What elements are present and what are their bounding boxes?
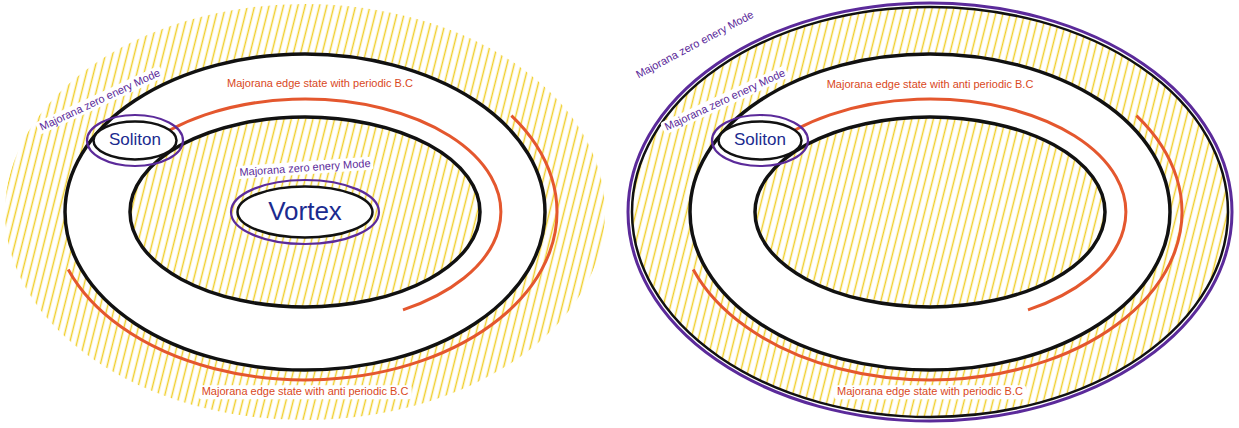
edge-state-label: Majorana edge state with periodic B.C bbox=[834, 385, 1026, 399]
edge-state-arc bbox=[770, 99, 1126, 310]
soliton-name: Soliton bbox=[109, 130, 161, 150]
edge-state-label: Majorana edge state with anti periodic B… bbox=[199, 385, 412, 399]
outer-boundary bbox=[65, 54, 545, 370]
soliton-node: SolitonMajorana zero enery Mode bbox=[717, 120, 803, 161]
left-panel bbox=[5, 4, 605, 420]
edge-state-arc bbox=[693, 116, 1182, 380]
edge-state-arc bbox=[145, 99, 501, 310]
edge-state-label: Majorana edge state with periodic B.C bbox=[224, 77, 416, 91]
soliton-shape bbox=[94, 121, 177, 159]
outer-region bbox=[5, 4, 605, 420]
zero-mode-ring bbox=[87, 115, 183, 166]
right-panel bbox=[628, 3, 1232, 421]
zero-mode-ring bbox=[628, 3, 1232, 421]
soliton-name: Soliton bbox=[734, 130, 786, 150]
edge-state-arc bbox=[68, 116, 557, 380]
soliton-shape bbox=[719, 121, 802, 159]
edge-state-label: Majorana edge state with anti periodic B… bbox=[824, 78, 1037, 92]
vortex-node: VortexMajorana zero enery Mode bbox=[236, 185, 374, 239]
zero-mode-ring bbox=[712, 115, 808, 166]
vortex-name: Vortex bbox=[268, 196, 342, 227]
zero-mode-ring bbox=[231, 180, 379, 244]
soliton-node: SolitonMajorana zero enery Mode bbox=[92, 120, 178, 161]
outer-boundary bbox=[690, 54, 1170, 370]
outer-region bbox=[632, 7, 1228, 417]
vortex-shape bbox=[238, 187, 373, 238]
